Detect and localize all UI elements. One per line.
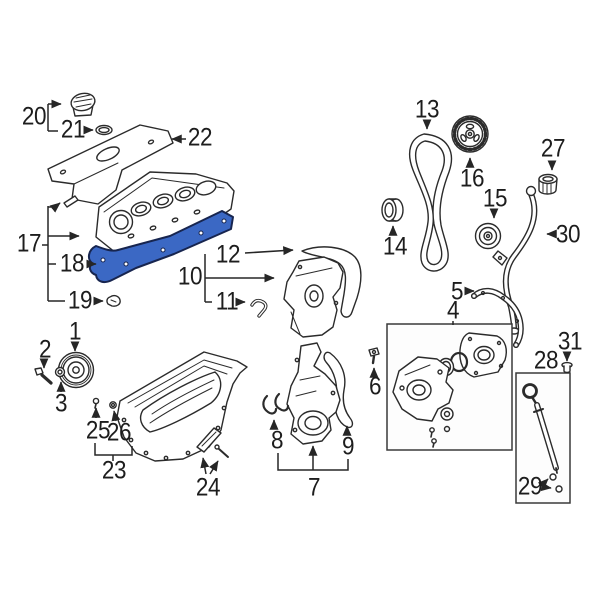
callout-5: 5 (450, 277, 464, 306)
callout-22: 22 (187, 123, 213, 152)
pulley-bolt-drawing (34, 367, 53, 385)
oil-pan-drawing (116, 351, 248, 462)
upper-timing-cover-drawing (283, 256, 344, 338)
callout-19: 19 (67, 286, 93, 315)
hose-clip-drawing (262, 392, 290, 415)
lower-timing-cover-drawing (286, 342, 341, 445)
callout-11: 11 (215, 287, 239, 316)
crankshaft-pulley-drawing (57, 351, 95, 389)
plug-grommet-drawing (538, 173, 558, 195)
callout-12: 12 (215, 240, 241, 269)
callout-20: 20 (21, 102, 47, 131)
callout-18: 18 (59, 249, 85, 278)
dowel-pin-drawing (63, 195, 79, 208)
dipstick-orings-drawing (549, 473, 563, 493)
pan-stay-drawing (196, 427, 229, 458)
callout-9: 9 (341, 432, 355, 461)
dipstick-drawing (522, 383, 559, 474)
oil-pump-assembly-drawing (392, 332, 507, 448)
callout-6: 6 (368, 372, 382, 401)
callout-16: 16 (459, 164, 485, 193)
callout-10: 10 (177, 262, 203, 291)
pulley-washer-drawing (54, 366, 66, 378)
callout-27: 27 (540, 134, 566, 163)
valve-cover-drawing (95, 171, 235, 258)
engine-cover-drawing (47, 124, 174, 205)
callout-28: 28 (533, 346, 559, 375)
callout-26: 26 (106, 418, 132, 447)
oil-filler-cap-drawing (70, 92, 96, 117)
callout-21: 21 (60, 115, 86, 144)
dipstick-tube-drawing (492, 185, 538, 335)
callout-7: 7 (307, 473, 321, 502)
callout-1: 1 (68, 317, 82, 346)
callout-13: 13 (414, 95, 440, 124)
filler-cap-gasket-drawing (95, 124, 113, 136)
tensioner-pulley-drawing (474, 222, 502, 250)
timing-belt-drawing (409, 133, 453, 272)
bolt-drawing (368, 347, 380, 365)
drain-plug-gasket-drawing (109, 401, 117, 409)
callout-3: 3 (54, 389, 68, 418)
camshaft-sprocket-drawing (451, 115, 489, 153)
callout-8: 8 (270, 426, 284, 455)
callout-23: 23 (101, 456, 127, 485)
callout-17: 17 (16, 229, 42, 258)
callout-30: 30 (555, 220, 581, 249)
callout-2: 2 (38, 335, 52, 364)
callout-15: 15 (482, 184, 508, 213)
callout-14: 14 (382, 232, 408, 261)
front-stay-drawing (471, 287, 524, 349)
camshaft-seal-drawing (381, 198, 404, 222)
callout-25: 25 (85, 416, 111, 445)
callout-31: 31 (557, 327, 583, 356)
grommet-drawing (561, 361, 573, 374)
drain-plug-drawing (92, 397, 100, 409)
callout-29: 29 (517, 472, 543, 501)
spark-plug-seal-drawing (106, 294, 121, 307)
callout-4: 4 (446, 296, 460, 325)
cover-clip-drawing (250, 298, 268, 318)
leader-lines (39, 99, 572, 492)
callout-24: 24 (195, 473, 221, 502)
